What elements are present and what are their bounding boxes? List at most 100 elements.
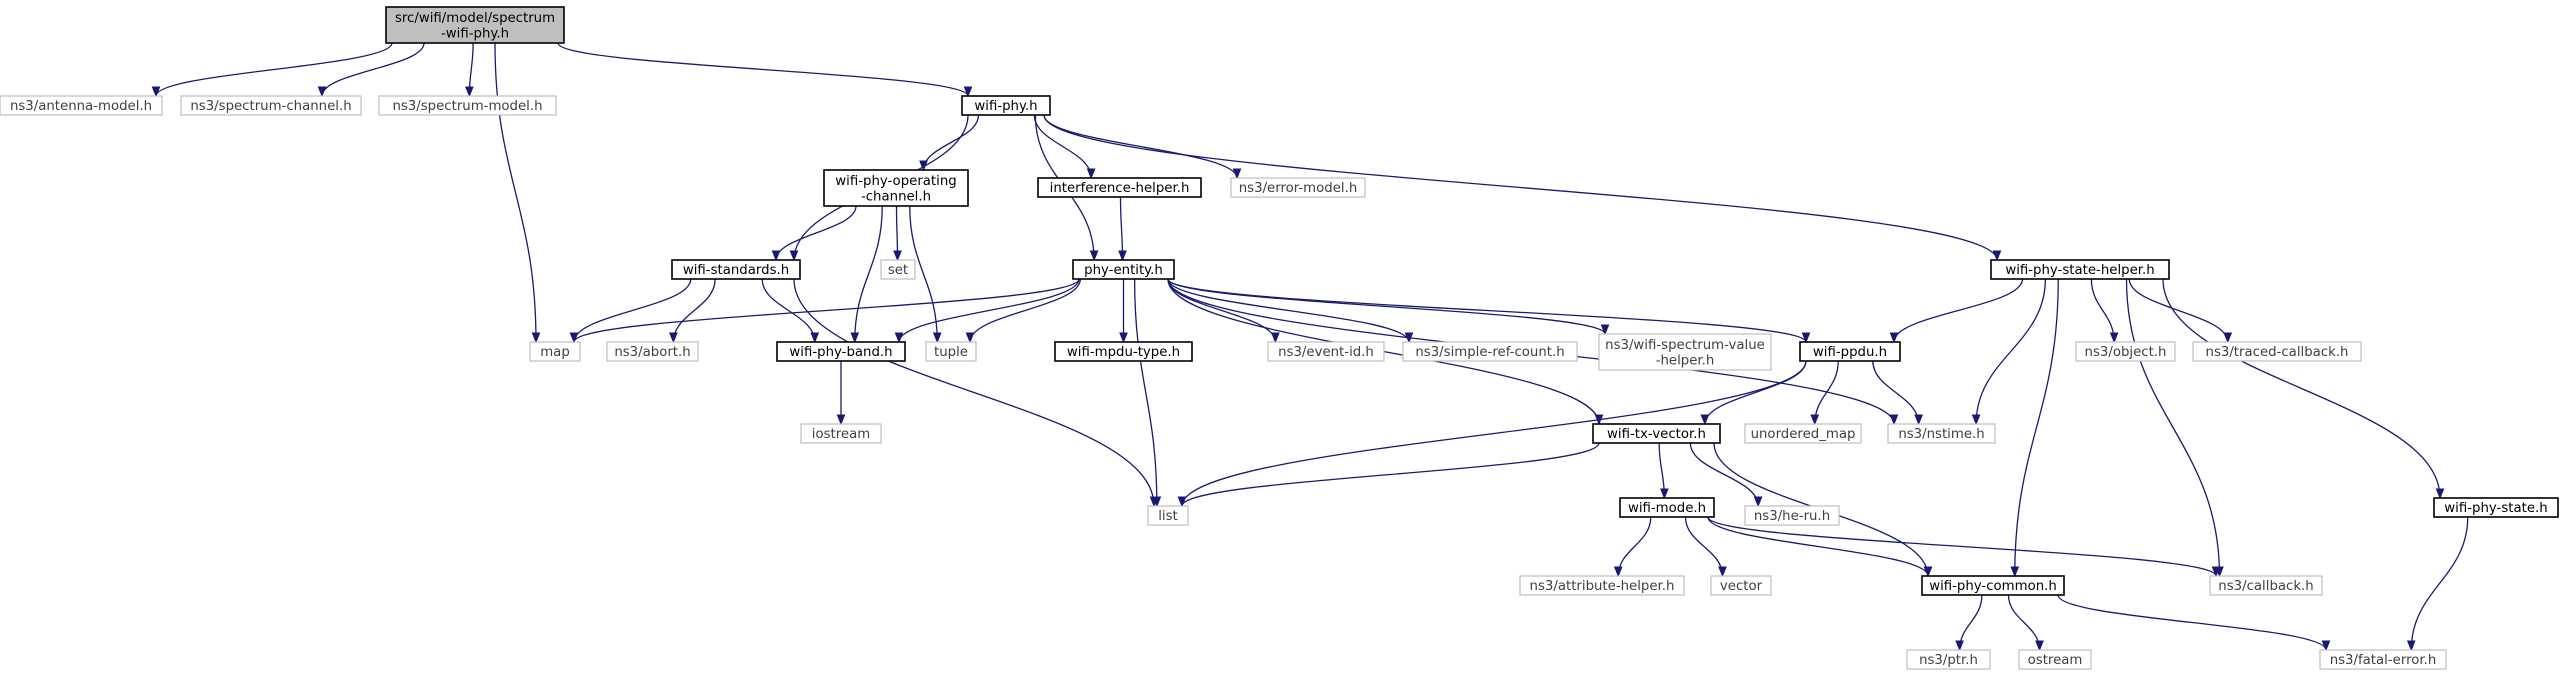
node-label: ns3/abort.h: [614, 345, 690, 360]
edge-line: [854, 205, 883, 343]
edge-arrowhead: [531, 332, 541, 344]
node-label: wifi-mode.h: [1628, 501, 1706, 516]
edge-line: [557, 42, 969, 97]
edge-arrowhead: [2010, 566, 2020, 578]
edge-wifi-phy-common-to-ostream: [2007, 594, 2044, 652]
node-interference-helper[interactable]: interference-helper.h: [1037, 177, 1202, 198]
node-wifi-mode[interactable]: wifi-mode.h: [1619, 497, 1715, 518]
node-callback: ns3/callback.h: [2209, 575, 2323, 596]
node-list: list: [1147, 505, 1189, 526]
node-traced-callback: ns3/traced-callback.h: [2192, 341, 2362, 362]
edge-arrowhead: [1118, 250, 1127, 262]
node-label: ns3/ptr.h: [1919, 653, 1978, 668]
node-label: ns3/error-model.h: [1239, 181, 1358, 196]
node-box: [1744, 505, 1840, 526]
node-label: wifi-phy-operating: [835, 174, 956, 189]
node-box: [925, 341, 977, 362]
node-box: [1072, 259, 1175, 280]
edge-wifi-mode-to-wifi-phy-common: [1707, 516, 1933, 578]
node-wifi-phy-operating-channel[interactable]: wifi-phy-operating-channel.h: [823, 169, 969, 207]
node-box: [180, 95, 362, 116]
node-label: -channel.h: [861, 189, 931, 204]
edge-line: [2007, 594, 2041, 651]
node-wifi-phy-common[interactable]: wifi-phy-common.h: [1921, 575, 2065, 596]
edge-wifi-ppdu-to-nstime: [1872, 360, 1923, 426]
edge-arrowhead: [1613, 566, 1623, 578]
edge-line: [775, 205, 857, 261]
node-error-model: ns3/error-model.h: [1230, 177, 1366, 198]
node-label: ns3/antenna-model.h: [10, 99, 152, 114]
node-wifi-mpdu-type[interactable]: wifi-mpdu-type.h: [1054, 341, 1193, 362]
node-wifi-phy-state-helper[interactable]: wifi-phy-state-helper.h: [1990, 259, 2170, 280]
edge-arrowhead: [2406, 640, 2416, 652]
node-label: map: [540, 345, 570, 360]
node-phy-entity[interactable]: phy-entity.h: [1072, 259, 1175, 280]
node-label: wifi-phy-common.h: [1929, 579, 2057, 594]
edge-line: [1707, 516, 1929, 577]
edge-phy-entity-to-wifi-ppdu: [1167, 278, 1811, 344]
edge-arrowhead: [1177, 496, 1187, 508]
edge-phy-entity-to-wifi-spectrum-value-helper: [1167, 278, 1610, 336]
edge-wifi-phy-common-to-fatal-error: [2057, 594, 2331, 652]
node-label: tuple: [934, 345, 968, 360]
node-label: ns3/attribute-helper.h: [1530, 579, 1675, 594]
node-box: [1402, 341, 1578, 362]
edge-phy-entity-to-wifi-phy-band: [894, 278, 1080, 344]
node-label: ns3/spectrum-model.h: [392, 99, 542, 114]
node-box: [1906, 649, 1991, 670]
node-wifi-ppdu[interactable]: wifi-ppdu.h: [1799, 341, 1901, 362]
node-box: [2209, 575, 2323, 596]
edge-arrowhead: [1700, 414, 1710, 426]
node-box: [1267, 341, 1385, 362]
node-label: unordered_map: [1751, 427, 1856, 442]
node-box: [1990, 259, 2170, 280]
edge-phy-entity-to-simple-ref-count: [1167, 278, 1414, 344]
node-spectrum-wifi-phy[interactable]: src/wifi/model/spectrum-wifi-phy.h: [385, 6, 565, 44]
node-box: [1598, 333, 1772, 371]
node-label: wifi-tx-vector.h: [1607, 427, 1706, 442]
node-wifi-standards[interactable]: wifi-standards.h: [671, 259, 801, 280]
edge-wifi-phy-state-helper-to-object: [2090, 278, 2119, 344]
edge-arrowhead: [1801, 332, 1811, 344]
node-label: ns3/event-id.h: [1278, 345, 1374, 360]
edge-wifi-phy-state-helper-to-nstime: [1971, 278, 2047, 426]
node-wifi-phy-state[interactable]: wifi-phy-state.h: [2433, 497, 2559, 518]
edge-phy-entity-to-event-id: [1167, 278, 1280, 344]
edge-arrowhead: [836, 414, 846, 426]
edge-wifi-mode-to-vector: [1684, 516, 1727, 578]
edge-line: [2125, 278, 2221, 577]
node-iostream: iostream: [800, 423, 882, 444]
node-box: [776, 341, 906, 362]
edge-arrowhead: [317, 86, 327, 98]
edge-wifi-phy-state-to-fatal-error: [2406, 516, 2469, 652]
edge-line: [1167, 278, 1606, 335]
edge-line: [898, 278, 1080, 343]
edge-wifi-phy-state-helper-to-callback: [2125, 278, 2224, 578]
node-map: map: [529, 341, 581, 362]
edge-arrowhead: [771, 250, 781, 262]
edge-line: [155, 42, 393, 97]
node-label: ns3/he-ru.h: [1754, 509, 1830, 524]
node-box: [2433, 497, 2559, 518]
edge-line: [1033, 114, 1092, 179]
node-label: ns3/nstime.h: [1898, 427, 1984, 442]
edge-arrowhead: [1119, 332, 1128, 344]
node-tuple: tuple: [925, 341, 977, 362]
node-label: ostream: [2028, 653, 2083, 668]
edge-spectrum-wifi-phy-to-wifi-phy: [557, 42, 973, 98]
node-box: [1710, 575, 1772, 596]
node-label: wifi-mpdu-type.h: [1067, 345, 1180, 360]
node-label: ns3/fatal-error.h: [2330, 653, 2437, 668]
edge-wifi-phy-operating-channel-to-tuple: [909, 205, 942, 344]
node-label: -helper.h: [1656, 353, 1715, 368]
node-box: [2075, 341, 2176, 362]
node-wifi-tx-vector[interactable]: wifi-tx-vector.h: [1592, 423, 1721, 444]
node-wifi-phy[interactable]: wifi-phy.h: [961, 95, 1051, 116]
edge-wifi-phy-common-to-ptr: [1955, 594, 1983, 652]
edge-spectrum-wifi-phy-to-map: [494, 42, 541, 344]
edge-line: [672, 278, 716, 343]
edge-line: [1893, 278, 2024, 343]
edge-spectrum-wifi-phy-to-spectrum-model: [465, 42, 474, 98]
node-nstime: ns3/nstime.h: [1887, 423, 1996, 444]
node-wifi-phy-band[interactable]: wifi-phy-band.h: [776, 341, 906, 362]
